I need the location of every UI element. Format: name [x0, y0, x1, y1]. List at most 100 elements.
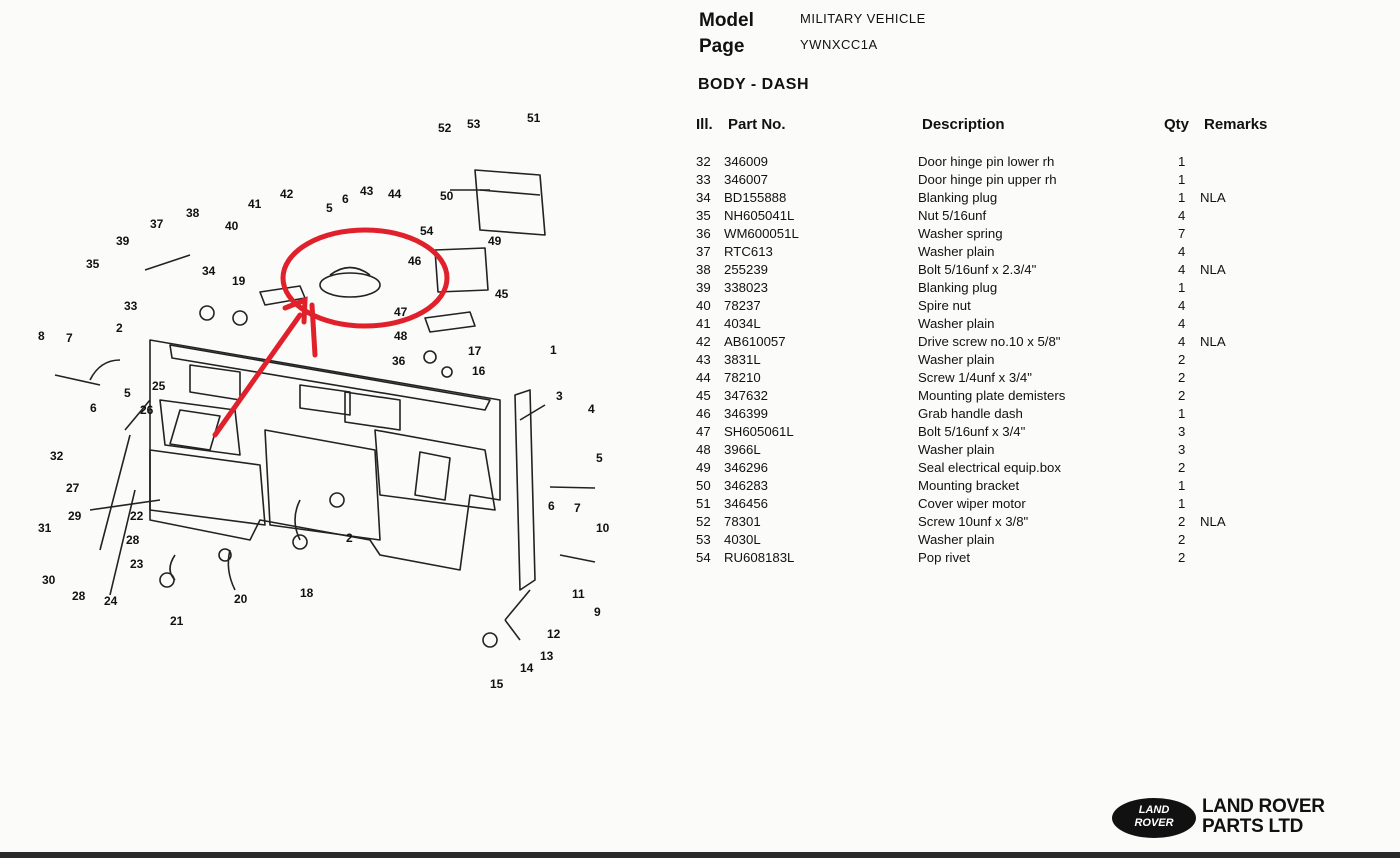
quantity: 4	[1178, 298, 1186, 313]
remarks: NLA	[1200, 262, 1226, 277]
part-number: SH605061L	[724, 424, 794, 439]
wiper-motor-cover	[474, 169, 546, 236]
part-number: 346296	[724, 460, 769, 475]
illustration-number: 40	[696, 298, 711, 313]
description: Seal electrical equip.box	[918, 460, 1061, 475]
callout-label: 31	[38, 521, 52, 535]
illustration-number: 51	[696, 496, 711, 511]
part-number: 346009	[724, 154, 769, 169]
quantity: 2	[1178, 352, 1186, 367]
illustration-number: 35	[696, 208, 711, 223]
glovebox-right	[374, 429, 496, 511]
remarks: NLA	[1200, 190, 1226, 205]
illustration-number: 34	[696, 190, 711, 205]
dash-assembly-drawing: 5253515054494556434446474836171641424019…	[38, 111, 610, 691]
part-number: 347632	[724, 388, 769, 403]
description: Screw 10unf x 3/8"	[918, 514, 1029, 529]
quantity: 4	[1178, 208, 1186, 223]
brand-line2: PARTS LTD	[1202, 816, 1304, 837]
callout-label: 50	[440, 189, 454, 203]
callout-label: 26	[140, 403, 154, 417]
description: Bolt 5/16unf x 3/4"	[918, 424, 1026, 439]
table-row: 32 346009 Door hinge pin lower rh 1	[696, 153, 1316, 171]
part-number: RU608183L	[724, 550, 795, 565]
illustration-number: 45	[696, 388, 711, 403]
glovebox-left	[159, 399, 241, 456]
description: Washer plain	[918, 532, 995, 547]
callout-label: 49	[488, 234, 502, 248]
electrical-seal-box	[434, 247, 489, 293]
brand-line1: LAND ROVER	[1202, 796, 1325, 817]
callout-label: 5	[326, 201, 333, 215]
remarks: NLA	[1200, 514, 1226, 529]
callout-label: 25	[152, 379, 166, 393]
callout-label: 23	[130, 557, 144, 571]
part-number: 78301	[724, 514, 761, 529]
callout-label: 52	[438, 121, 452, 135]
part-number: 3966L	[724, 442, 761, 457]
callout-label: 13	[540, 649, 554, 663]
callout-label: 53	[467, 117, 481, 131]
callout-label: 45	[495, 287, 509, 301]
callout-label: 11	[572, 587, 585, 601]
illustration-number: 37	[696, 244, 711, 259]
illustration-number: 36	[696, 226, 711, 241]
callout-label: 40	[225, 219, 239, 233]
callout-label: 19	[232, 274, 246, 288]
quantity: 3	[1178, 424, 1186, 439]
bottom-border	[0, 852, 1400, 858]
illustration-number: 32	[696, 154, 711, 169]
callout-label: 7	[66, 331, 73, 345]
quantity: 4	[1178, 262, 1186, 277]
description: Door hinge pin lower rh	[918, 154, 1055, 169]
callout-label: 15	[490, 677, 504, 691]
page-value: YWNXCC1A	[800, 37, 878, 52]
callout-label: 7	[574, 501, 581, 515]
callout-label: 5	[596, 451, 603, 465]
callout-label: 5	[124, 386, 131, 400]
callout-label: 12	[547, 627, 561, 641]
part-number: NH605041L	[724, 208, 795, 223]
description: Bolt 5/16unf x 2.3/4"	[918, 262, 1037, 277]
description: Blanking plug	[918, 280, 998, 295]
description: Washer plain	[918, 244, 995, 259]
callout-label: 30	[42, 573, 56, 587]
quantity: 1	[1178, 190, 1186, 205]
col-quantity: Qty	[1164, 116, 1190, 133]
quantity: 1	[1178, 154, 1186, 169]
description: Nut 5/16unf	[918, 208, 987, 223]
illustration-number: 50	[696, 478, 711, 493]
illustration-number: 53	[696, 532, 711, 547]
quantity: 2	[1178, 532, 1186, 547]
callout-label: 35	[86, 257, 100, 271]
callout-label: 37	[150, 217, 164, 231]
model-value: MILITARY VEHICLE	[800, 11, 926, 26]
oval-text-line2: ROVER	[1134, 817, 1174, 829]
callout-label: 28	[72, 589, 86, 603]
callout-label: 32	[50, 449, 64, 463]
dash-top-rail	[169, 344, 491, 411]
highlight-annotation	[212, 227, 450, 438]
callout-label: 43	[360, 184, 374, 198]
quantity: 2	[1178, 370, 1186, 385]
part-number: WM600051L	[724, 226, 799, 241]
callout-label: 24	[104, 594, 118, 608]
grab-handle	[319, 272, 381, 298]
quantity: 1	[1178, 280, 1186, 295]
quantity: 2	[1178, 550, 1186, 565]
